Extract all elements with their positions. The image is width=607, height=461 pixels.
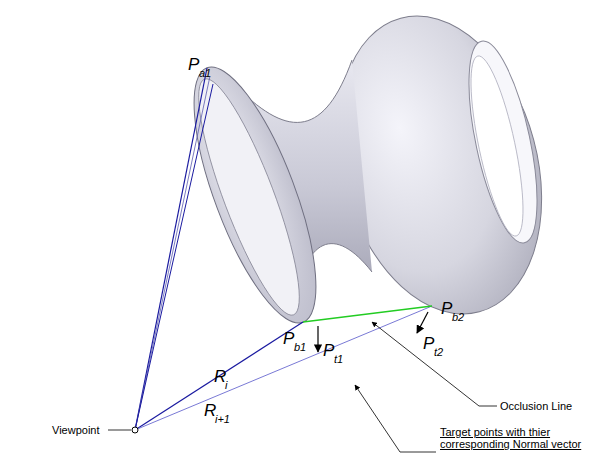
point-label-subscript: b1 xyxy=(294,341,306,353)
ray xyxy=(135,76,210,430)
point-label: P xyxy=(188,56,199,75)
leader-line xyxy=(372,322,497,406)
point-label: P xyxy=(441,300,452,319)
leader-line xyxy=(355,385,436,452)
torus-hole xyxy=(455,36,551,249)
point-label: P xyxy=(323,342,334,361)
ray-label: R xyxy=(204,402,216,421)
ray-label-subscript: i+1 xyxy=(215,413,230,425)
point-label-subscript: t2 xyxy=(434,346,443,358)
point-label-subscript: b2 xyxy=(452,311,464,323)
point-label: P xyxy=(423,335,434,354)
callout-note: Occlusion Line xyxy=(500,400,572,412)
viewpoint-dot xyxy=(132,427,138,433)
normal-vector xyxy=(417,312,428,333)
point-label: P xyxy=(283,330,294,349)
torus-hole-inner xyxy=(460,52,533,239)
point-label-subscript: t1 xyxy=(334,353,343,365)
ray-ri xyxy=(135,322,303,430)
normal-vector xyxy=(317,326,318,352)
viewpoint-label: Viewpoint xyxy=(52,424,100,436)
ray xyxy=(135,84,213,430)
ray-label: R xyxy=(214,368,226,387)
left-flange xyxy=(170,54,341,337)
ray xyxy=(135,68,207,430)
point-subscript: a1 xyxy=(199,67,211,79)
leader-line xyxy=(108,430,131,431)
callout-note: Target points with thier corresponding N… xyxy=(440,426,600,450)
occlusion-line xyxy=(303,306,432,322)
ray-ri1 xyxy=(135,306,432,430)
ray-label-subscript: i xyxy=(225,379,227,391)
flange-face xyxy=(181,70,317,323)
